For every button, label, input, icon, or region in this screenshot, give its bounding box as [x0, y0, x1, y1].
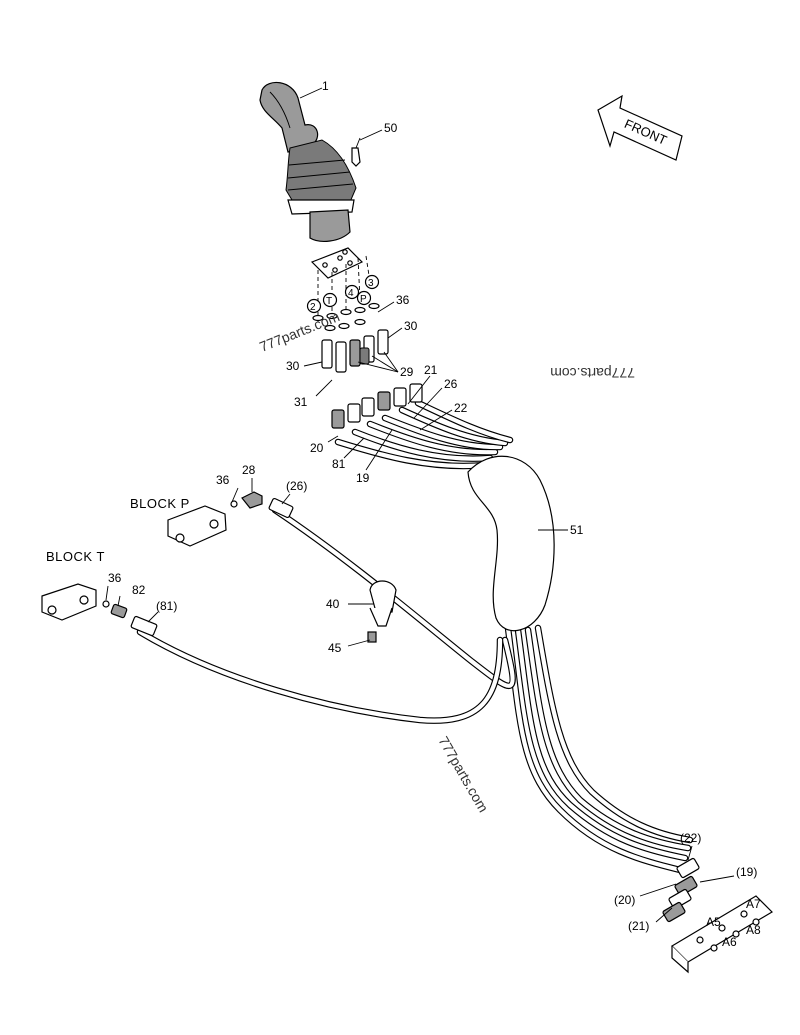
- hose-clamp: [369, 580, 397, 613]
- joystick-grip: [259, 81, 319, 153]
- label-19: 19: [356, 471, 370, 485]
- fittings-cluster: [312, 302, 423, 429]
- label-81: 81: [332, 457, 346, 471]
- block-p-label: BLOCK P: [130, 496, 190, 511]
- label-30: 30: [404, 319, 418, 333]
- label-1: 1: [322, 79, 329, 93]
- block-p-group: [167, 491, 294, 547]
- label-82: 82: [132, 583, 146, 597]
- joystick-body: [309, 209, 351, 242]
- protective-sleeve: [467, 455, 555, 632]
- label-40: 40: [326, 597, 340, 611]
- label-21: (21): [628, 919, 649, 933]
- label-a6: A6: [722, 935, 737, 949]
- port-3: 3: [368, 278, 374, 289]
- rubber-boot: [285, 139, 357, 203]
- port-t: T: [326, 296, 332, 307]
- label-26: 26: [444, 377, 458, 391]
- block-t-group: [41, 583, 158, 637]
- label-20: 20: [310, 441, 324, 455]
- port-p: P: [360, 294, 367, 305]
- label-22: (22): [680, 831, 701, 845]
- label-26: (26): [286, 479, 307, 493]
- hose-bundle: [136, 399, 694, 874]
- label-a8: A8: [746, 923, 761, 937]
- label-36: 36: [396, 293, 410, 307]
- outlet-plate-group: [662, 857, 773, 974]
- port-2: 2: [310, 302, 316, 313]
- callout-labels: 1 50 36 30 30 29 21 26 22 31 20 81 19 36…: [108, 79, 761, 949]
- label-28: 28: [242, 463, 256, 477]
- port-plate: [310, 247, 364, 279]
- port-4: 4: [348, 288, 354, 299]
- label-50: 50: [384, 121, 398, 135]
- label-21: 21: [424, 363, 438, 377]
- watermark-bottom: 777parts.com: [435, 734, 491, 815]
- label-45: 45: [328, 641, 342, 655]
- watermark-right: 777parts.com: [550, 365, 635, 381]
- label-a7: A7: [746, 897, 761, 911]
- label-22: 22: [454, 401, 468, 415]
- clamp-group: [367, 580, 397, 643]
- label-51: 51: [570, 523, 584, 537]
- label-36: 36: [216, 473, 230, 487]
- leader-lines: [105, 87, 735, 923]
- label-31: 31: [294, 395, 308, 409]
- front-arrow: FRONT: [597, 94, 683, 161]
- port-labels: 2 T 4 P 3: [306, 274, 380, 314]
- label-a5: A5: [706, 915, 721, 929]
- label-30: 30: [286, 359, 300, 373]
- label-19: (19): [736, 865, 757, 879]
- block-t-label: BLOCK T: [46, 549, 105, 564]
- joystick-assembly: [259, 81, 371, 322]
- label-36: 36: [108, 571, 122, 585]
- label-29: 29: [400, 365, 414, 379]
- label-81: (81): [156, 599, 177, 613]
- label-20: (20): [614, 893, 635, 907]
